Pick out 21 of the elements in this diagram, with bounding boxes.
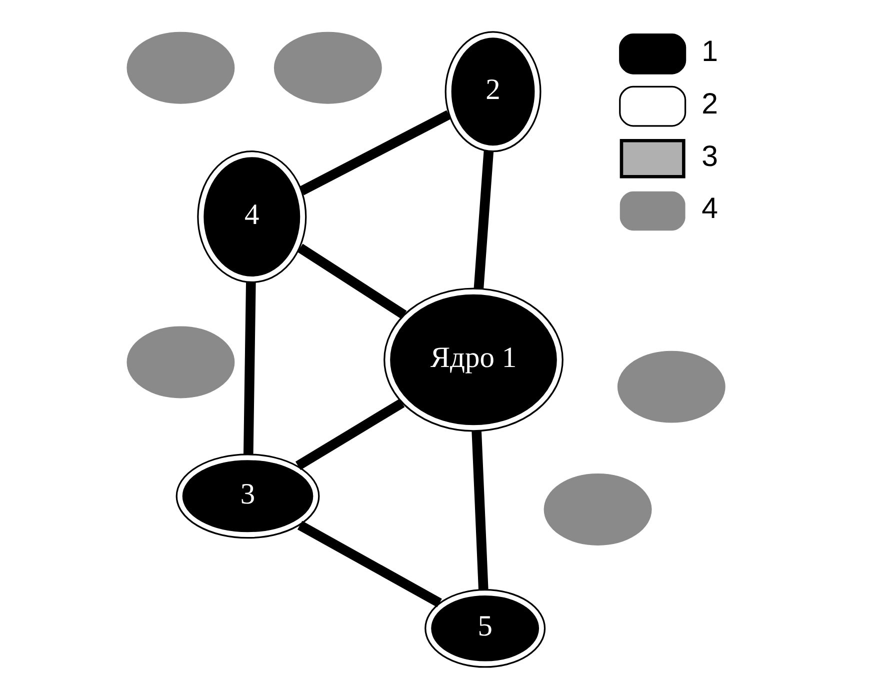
node-cloud (616, 350, 725, 423)
legend-label: 2 (701, 87, 718, 120)
node-ellipse: Ядро 1 (383, 288, 563, 432)
node-cloud (543, 473, 652, 546)
connector (471, 430, 488, 590)
node-cloud (273, 32, 382, 104)
legend-label: 1 (701, 35, 718, 68)
node-ellipse: 4 (196, 150, 306, 284)
legend-label: 3 (701, 140, 718, 173)
node-ellipse: 2 (444, 31, 541, 152)
node-cloud (126, 32, 234, 104)
node-ellipse: 5 (424, 588, 546, 668)
connector (296, 244, 406, 320)
connector (298, 110, 451, 196)
legend-label: 4 (701, 192, 718, 226)
connector (242, 282, 256, 454)
connector (296, 520, 442, 608)
connector (294, 398, 404, 470)
connector (473, 150, 494, 289)
node-ellipse: 3 (175, 454, 320, 539)
node-cloud (126, 326, 234, 398)
